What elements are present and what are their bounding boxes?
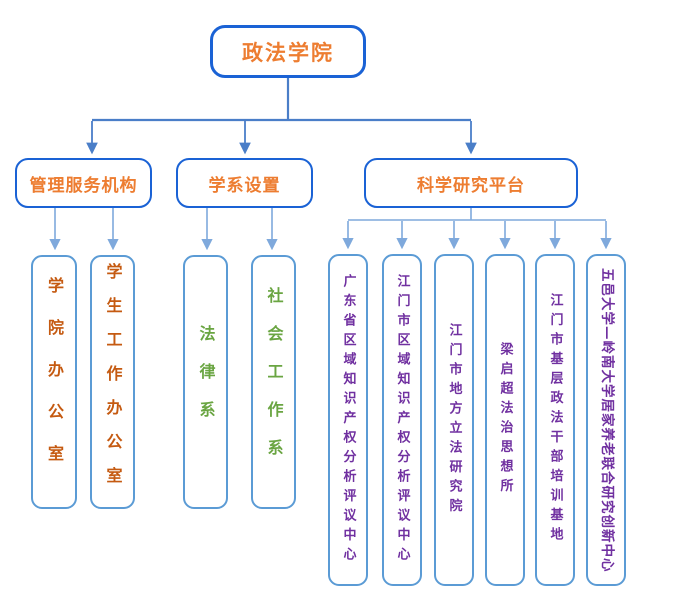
leaf-label: 梁启超法治思想所 [497, 342, 513, 498]
branch-label: 学系设置 [208, 175, 281, 196]
leaf-label: 江门市地方立法研究院 [446, 322, 462, 518]
branch-label: 科学研究平台 [417, 175, 525, 196]
node-jiangmen-ip-center: 江门市区域知识产权分析评议中心 [382, 254, 422, 586]
leaf-label: 五邑大学—岭南大学居家养老联合研究创新中心 [598, 267, 615, 573]
node-branch-departments: 学系设置 [176, 158, 313, 208]
node-law-department: 法律系 [183, 255, 228, 509]
node-root-label: 政法学院 [242, 40, 334, 65]
leaf-label: 法律系 [196, 325, 216, 439]
node-student-affairs-office: 学生工作办公室 [90, 255, 135, 509]
node-elderly-care-innovation-center: 五邑大学—岭南大学居家养老联合研究创新中心 [586, 254, 626, 586]
node-college-office: 学院办公室 [31, 255, 77, 509]
node-jiangmen-legislation-institute: 江门市地方立法研究院 [434, 254, 474, 586]
leaf-label: 社会工作系 [264, 287, 284, 477]
node-branch-research: 科学研究平台 [364, 158, 578, 208]
leaf-label: 广东省区域知识产权分析评议中心 [340, 273, 356, 567]
leaf-label: 学院办公室 [45, 277, 64, 487]
node-branch-management: 管理服务机构 [15, 158, 152, 208]
leaf-label: 学生工作办公室 [103, 263, 123, 501]
node-social-work-department: 社会工作系 [251, 255, 296, 509]
leaf-label: 江门市基层政法干部培训基地 [547, 293, 563, 547]
node-guangdong-ip-center: 广东省区域知识产权分析评议中心 [328, 254, 368, 586]
node-liangqichao-institute: 梁启超法治思想所 [485, 254, 525, 586]
leaf-label: 江门市区域知识产权分析评议中心 [394, 273, 410, 567]
node-cadre-training-base: 江门市基层政法干部培训基地 [535, 254, 575, 586]
node-root: 政法学院 [210, 25, 366, 78]
branch-label: 管理服务机构 [29, 175, 138, 196]
